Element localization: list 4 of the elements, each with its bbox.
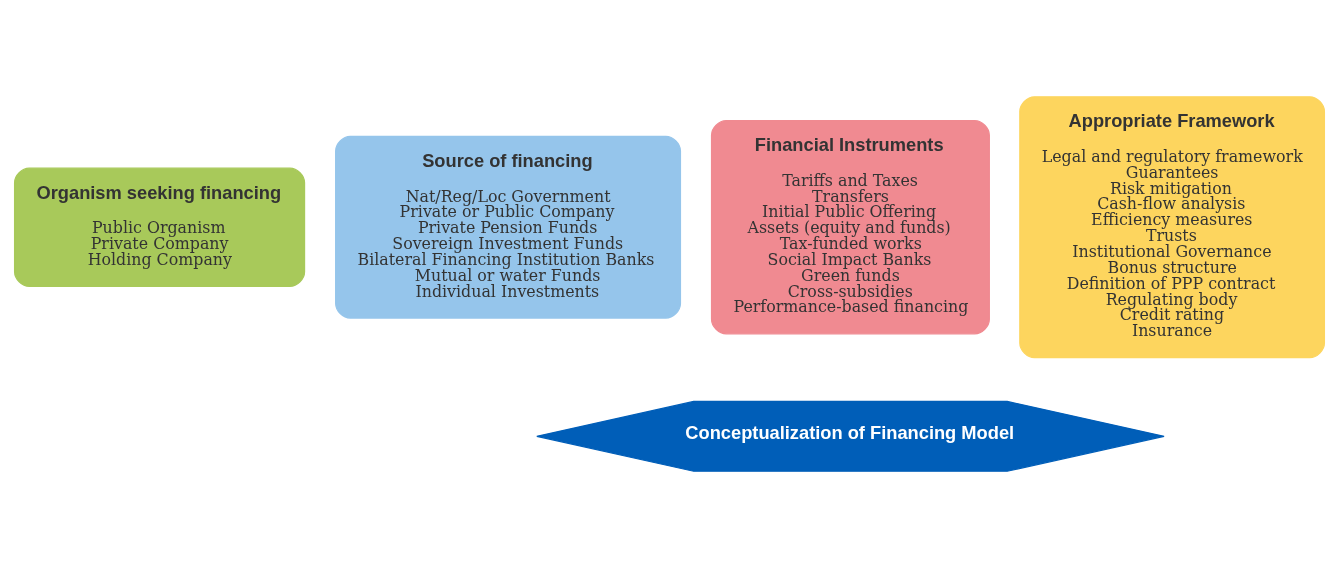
node-box: Organism seeking financing Public Organism Private Company Holding Company — [13, 167, 305, 287]
node-box: Source of financing Nat/Reg/Loc Government Private or Public Company Private Pension Funds Sovereign Investment Funds Bilateral Financing Institution Banks Mutual or water Funds Individual Investments — [334, 135, 681, 319]
node-box: Financial Instruments Tariffs and Taxes Transfers Initial Public Offering Assets (equity and funds) Tax-funded works Social Impact Banks Green funds Cross-subsidies Performance-based financing — [710, 119, 990, 334]
node-box: Appropriate Framework Legal and regulatory framework Guarantees Risk mitigation Cash-flow analysis Efficiency measures Trusts Institutional Governance Bonus structure Definition of PPP contract Regulating body Credit rating Insurance — [1018, 95, 1325, 358]
